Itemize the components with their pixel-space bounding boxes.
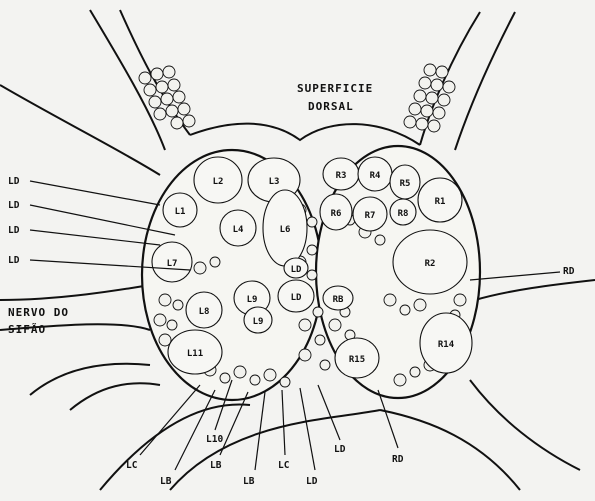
neuron-l7-label: L7 [167, 259, 178, 269]
nerve-label-line1: NERVO DO [8, 306, 69, 319]
neuron-r15-label: R15 [349, 355, 365, 365]
right-cell-cluster [404, 64, 455, 132]
callout-lb-3: LB [243, 476, 255, 487]
callout-lc-2: LC [278, 460, 290, 471]
neuron-l1-label: L1 [175, 207, 186, 217]
neuron-l3-label: L3 [269, 177, 280, 187]
neuron-l2-label: L2 [213, 177, 224, 187]
neuron-l6-label: L6 [280, 225, 291, 235]
neuron-rb-label: RB [333, 295, 344, 305]
neuron-ld-upper-label: LD [291, 265, 302, 275]
neuron-l8-label: L8 [199, 307, 210, 317]
nerve-label-line2: SIFÃO [8, 323, 46, 336]
neuron-r6-label: R6 [331, 209, 342, 219]
surface-label-line1: SUPERFICIE [297, 82, 373, 95]
neuron-r2-label: R2 [425, 259, 436, 269]
callout-lc-1: LC [126, 460, 138, 471]
callout-rd: RD [563, 266, 575, 277]
callout-ld-bottom-1: LD [306, 476, 318, 487]
neuron-l11-label: L11 [187, 349, 203, 359]
callout-ld-3: LD [8, 225, 20, 236]
neuron-r5-label: R5 [400, 179, 411, 189]
neuron-l9-label: L9 [247, 295, 258, 305]
left-cell-cluster [139, 66, 195, 129]
callout-ld-4: LD [8, 255, 20, 266]
neuron-r14-label: R14 [438, 340, 455, 350]
neuron-r4-label: R4 [370, 171, 381, 181]
neuron-ld-center-label: LD [291, 293, 302, 303]
neuron-l4-label: L4 [233, 225, 244, 235]
bottom-callouts: L10 LC LB LB LB LC LD LD RD [126, 380, 404, 487]
callout-lb-2: LB [210, 460, 222, 471]
surface-label-line2: DORSAL [308, 100, 354, 113]
callout-ld-bottom-2: LD [334, 444, 346, 455]
callout-lb-1: LB [160, 476, 172, 487]
callout-ld-2: LD [8, 200, 20, 211]
callout-l10: L10 [206, 434, 223, 445]
neuron-r7-label: R7 [365, 211, 376, 221]
callout-ld-1: LD [8, 176, 20, 187]
neuron-l9b-label: L9 [253, 317, 264, 327]
neuron-r1-label: R1 [435, 197, 446, 207]
neuron-r8-label: R8 [398, 209, 409, 219]
callout-rd-bottom: RD [392, 454, 404, 465]
right-callouts: RD [470, 266, 575, 280]
neuron-r3-label: R3 [336, 171, 347, 181]
